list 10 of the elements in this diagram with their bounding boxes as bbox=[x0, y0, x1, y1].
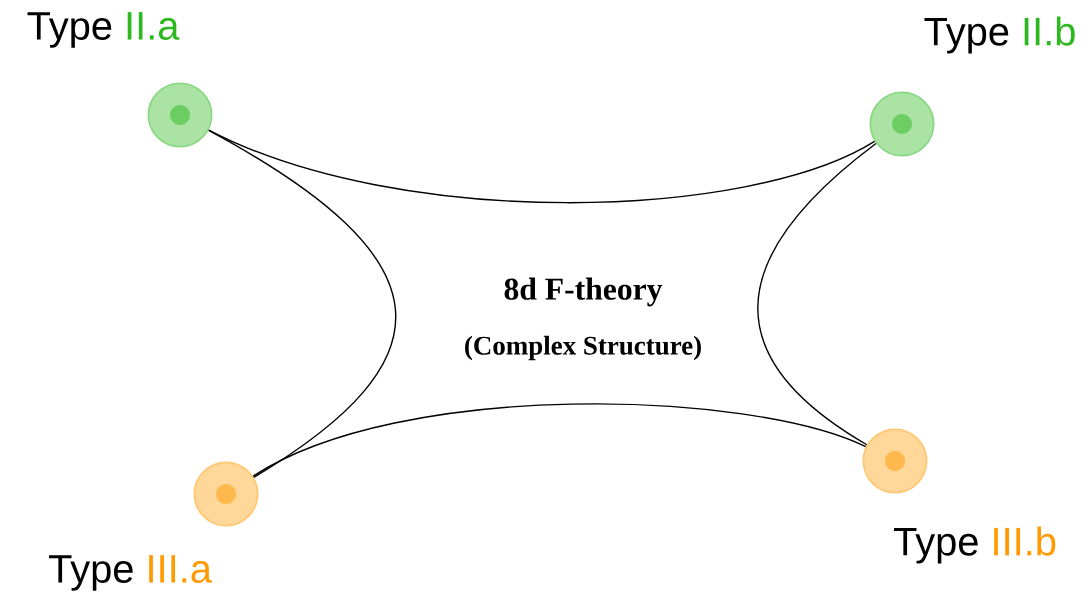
curved-line bbox=[208, 129, 876, 204]
type-label: Type II.b bbox=[924, 16, 1075, 54]
center-label: (Complex Structure) bbox=[465, 335, 701, 361]
curved-line bbox=[252, 403, 867, 477]
type-label: Type III.a bbox=[49, 555, 212, 591]
type-label: Type II.a bbox=[27, 12, 180, 48]
curved-line bbox=[207, 129, 397, 478]
center-label: 8d F-theory bbox=[504, 277, 663, 307]
type-label: Type III.b bbox=[894, 526, 1056, 564]
curved-line bbox=[757, 142, 877, 446]
